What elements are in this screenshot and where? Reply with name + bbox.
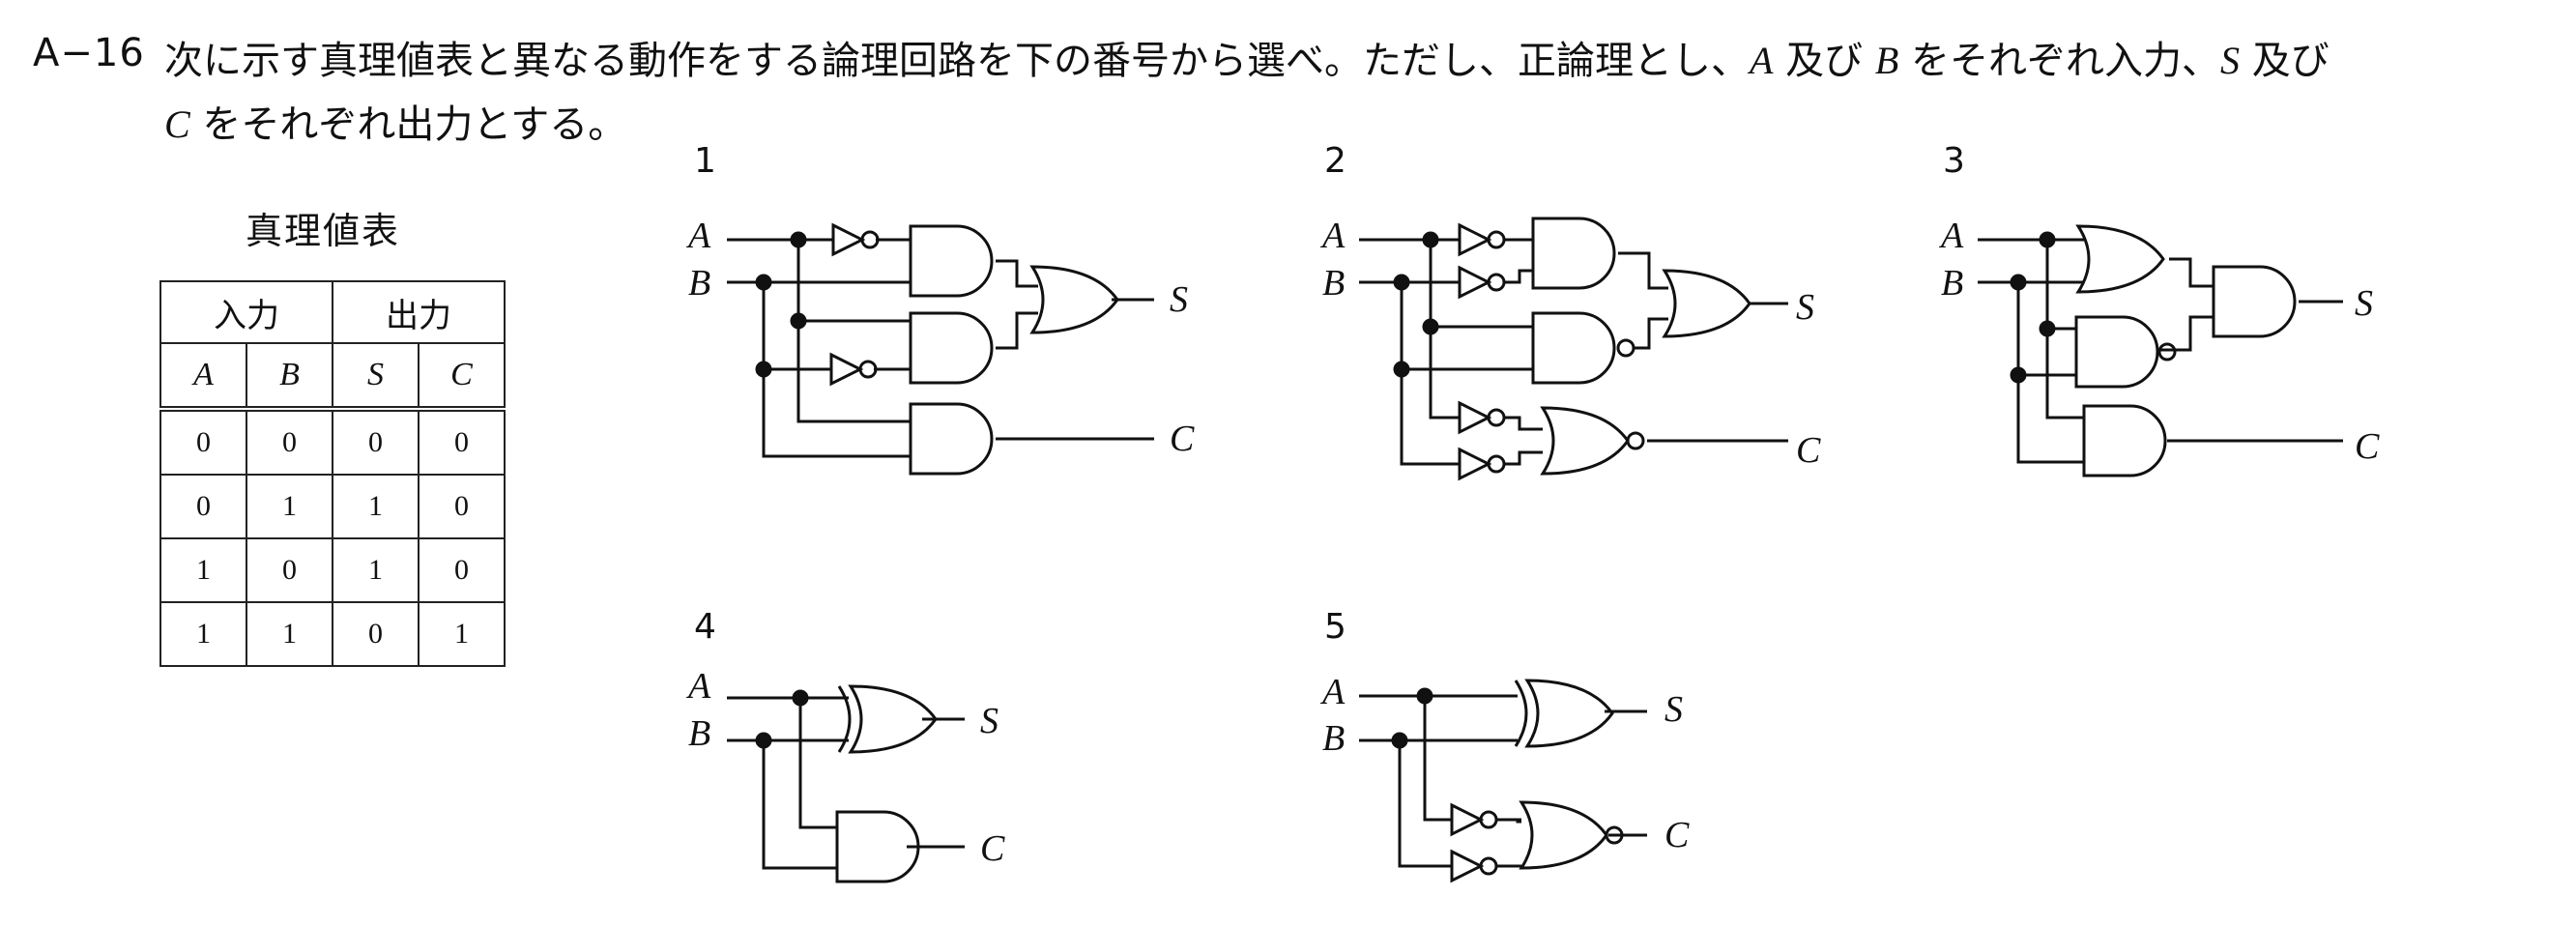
circuit-2: 2 A B S C: [1319, 141, 1821, 480]
circuit-number: 2: [1324, 141, 1346, 181]
circuit-4: 4 A B S C: [685, 607, 1005, 883]
and-gate: [2212, 265, 2297, 338]
table-cell: 0: [332, 601, 420, 667]
circuit-3: 3 A B S C: [1938, 141, 2380, 477]
nand-gate: [1531, 311, 1616, 385]
header-input: 入力: [159, 280, 333, 344]
table-cell: 0: [159, 474, 247, 539]
circuit-number: 3: [1943, 141, 1965, 181]
input-label-b: B: [688, 263, 710, 304]
table-cell: 1: [332, 474, 420, 539]
table-cell: 0: [246, 537, 333, 603]
and-gate: [909, 311, 994, 385]
output-label-s: S: [1664, 689, 1683, 730]
input-label-a: A: [685, 216, 711, 256]
table-row: 0 1 1 0: [159, 474, 506, 539]
output-label-s: S: [1796, 287, 1814, 328]
output-label-s: S: [1170, 279, 1188, 320]
truth-table: 入力 出力 A B S C 0 0 0 0 0 1 1 0 1 0 1 0 1 …: [159, 280, 506, 667]
nor-gate: [1520, 800, 1608, 870]
table-cell: 0: [418, 537, 506, 603]
table-cell: 1: [159, 601, 247, 667]
circuit-5: 5 A B S C: [1319, 607, 1690, 883]
output-label-c: C: [1170, 419, 1195, 459]
table-cell: 1: [246, 601, 333, 667]
table-row: 1 0 1 0: [159, 537, 506, 603]
input-label-b: B: [1941, 263, 1963, 304]
input-label-a: A: [685, 666, 711, 707]
and-gate: [835, 810, 920, 883]
not-gate: [1450, 850, 1498, 883]
or-gate: [1030, 265, 1119, 334]
input-label-b: B: [1322, 263, 1345, 304]
circuit-number: 5: [1324, 607, 1346, 647]
not-gate: [829, 353, 878, 386]
output-label-s: S: [2355, 283, 2373, 324]
column-a: A: [159, 342, 247, 410]
question-text-line-1: 次に示す真理値表と異なる動作をする論理回路を下の番号から選べ。ただし、正論理とし…: [164, 39, 2330, 83]
or-gate: [1663, 269, 1751, 338]
nor-gate: [1541, 406, 1630, 476]
column-s: S: [332, 342, 420, 410]
and-gate: [1531, 217, 1616, 290]
input-label-b: B: [688, 713, 710, 754]
table-cell: 0: [332, 406, 420, 476]
question-number: A−16: [33, 31, 145, 75]
xor-gate: [1525, 679, 1614, 748]
table-cell: 0: [418, 406, 506, 476]
input-label-b: B: [1322, 718, 1345, 759]
input-label-a: A: [1938, 216, 1964, 256]
not-gate: [1458, 223, 1506, 256]
table-cell: 1: [332, 537, 420, 603]
table-cell: 0: [246, 406, 333, 476]
circuit-1: 1 A B S C: [685, 141, 1195, 476]
and-gate: [909, 402, 994, 476]
column-b: B: [246, 342, 333, 410]
table-row: 1 1 0 1: [159, 601, 506, 667]
not-gate: [1450, 803, 1498, 836]
and-gate: [2082, 404, 2167, 477]
table-cell: 1: [159, 537, 247, 603]
circuit-number: 1: [694, 141, 716, 181]
table-cell: 0: [159, 406, 247, 476]
column-c: C: [418, 342, 506, 410]
table-cell: 0: [418, 474, 506, 539]
table-row: 0 0 0 0: [159, 406, 506, 476]
not-gate: [1458, 266, 1506, 299]
output-label-c: C: [1796, 430, 1821, 471]
table-cell: 1: [246, 474, 333, 539]
or-gate: [2076, 224, 2165, 294]
truth-table-title: 真理値表: [246, 210, 401, 252]
output-label-c: C: [980, 828, 1005, 869]
nand-gate: [2074, 315, 2159, 389]
input-label-a: A: [1319, 672, 1346, 712]
output-label-c: C: [1664, 815, 1690, 855]
not-gate: [831, 223, 880, 256]
input-label-a: A: [1319, 216, 1346, 256]
table-cell: 1: [418, 601, 506, 667]
and-gate: [909, 224, 994, 298]
output-label-s: S: [980, 701, 999, 741]
not-gate: [1458, 448, 1506, 480]
not-gate: [1458, 401, 1506, 434]
circuit-number: 4: [694, 607, 716, 647]
question-text-line-2: C をそれぞれ出力とする。: [164, 102, 627, 147]
output-label-c: C: [2355, 426, 2380, 467]
header-output: 出力: [332, 280, 506, 344]
